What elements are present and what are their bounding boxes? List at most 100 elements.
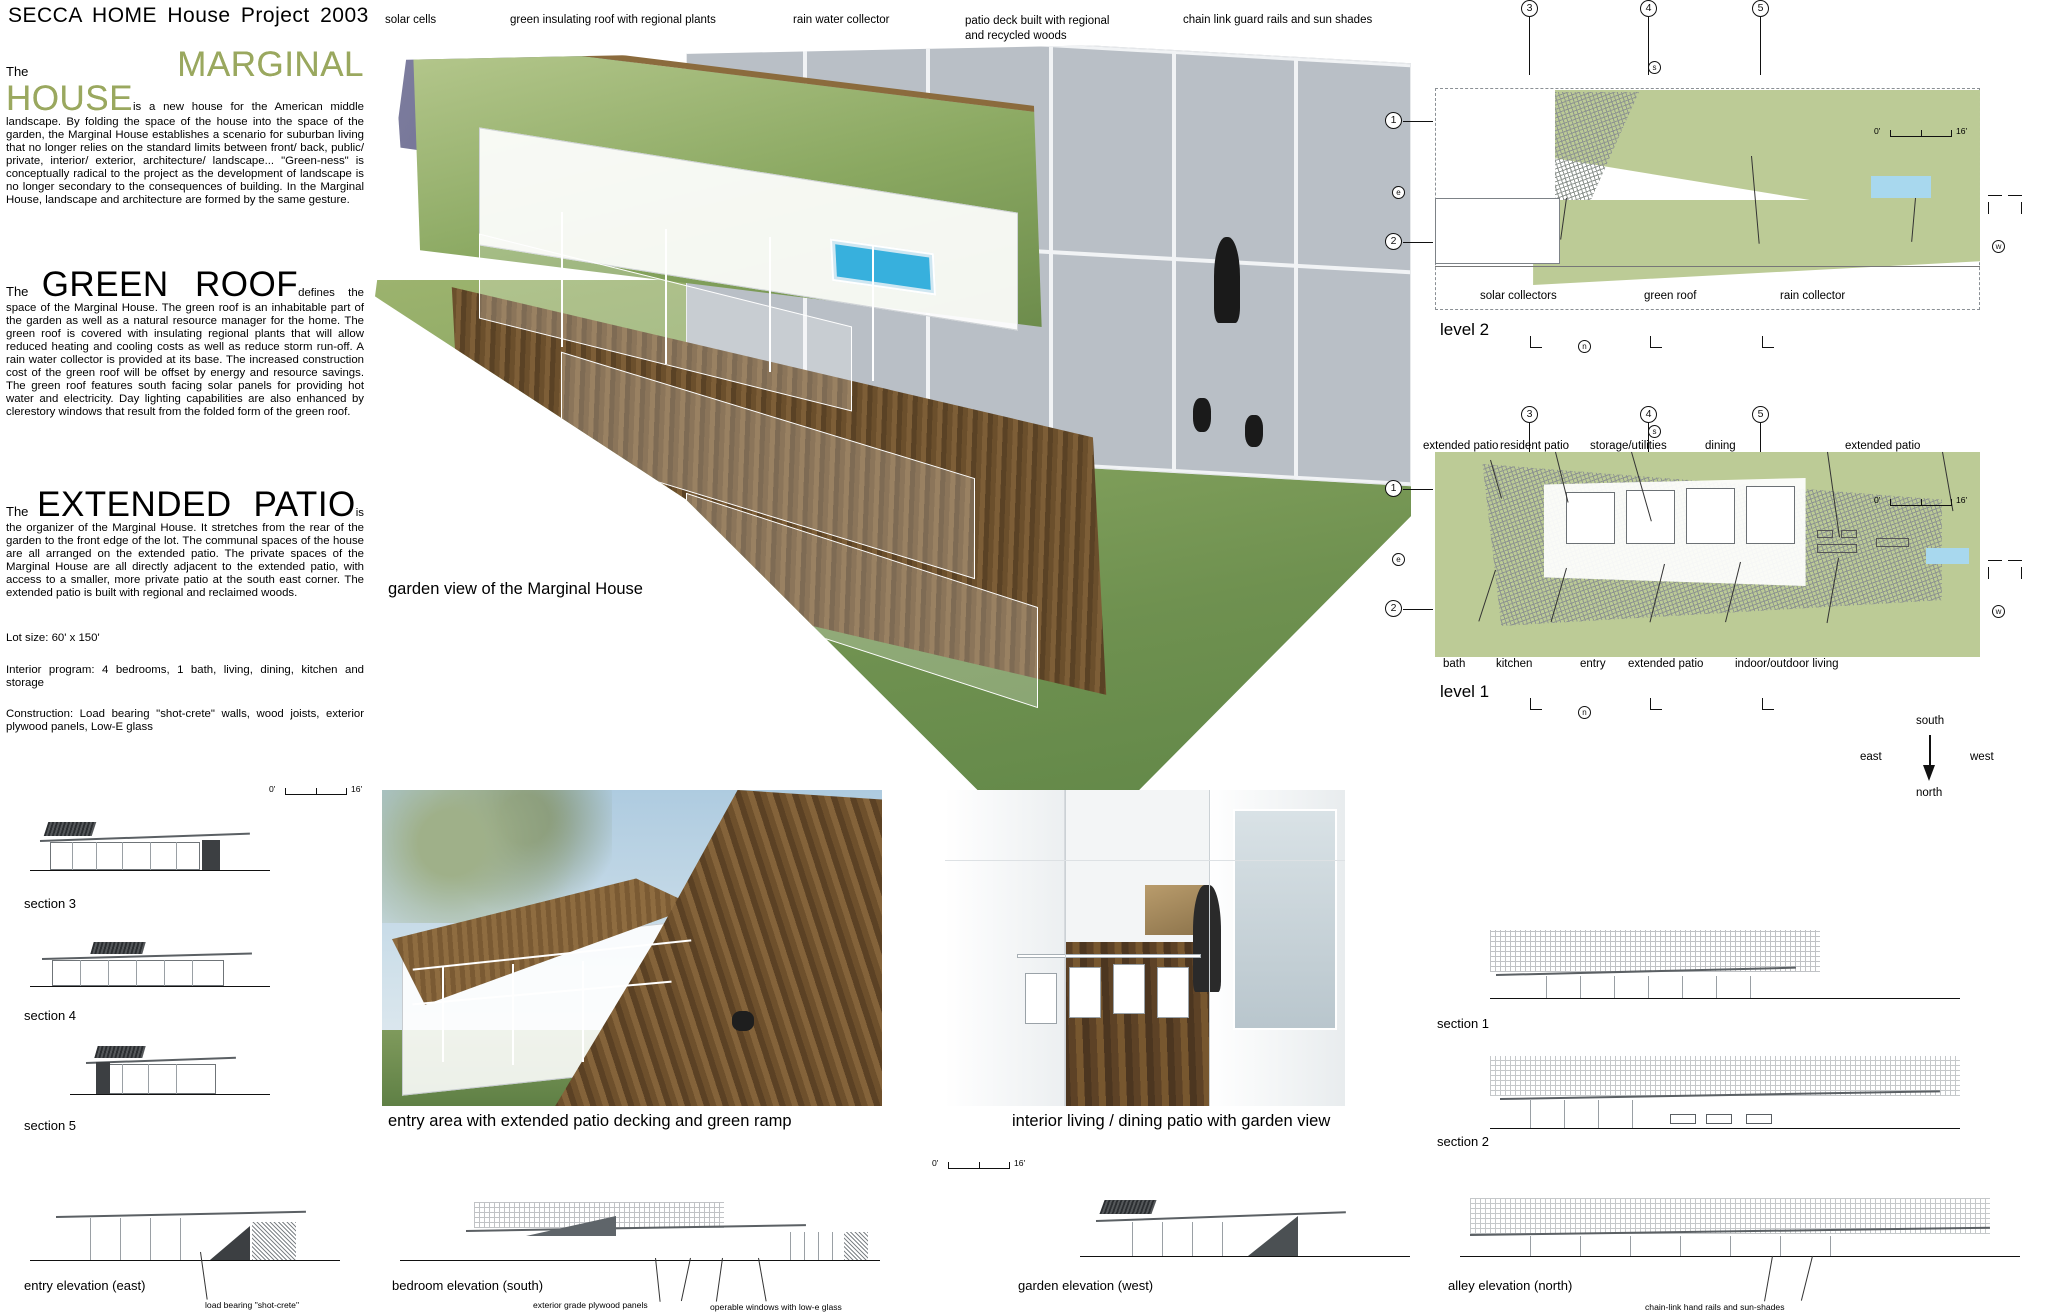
scale-left-label: 0' bbox=[269, 784, 276, 794]
plan2-rain-collector bbox=[1871, 176, 1931, 198]
plan1-furniture bbox=[1816, 530, 1833, 538]
section3-solar-panel bbox=[43, 822, 97, 836]
plan1-callout-indoor-outdoor-living: indoor/outdoor living bbox=[1735, 658, 1839, 670]
section-3-drawing bbox=[30, 818, 270, 878]
compass-west: west bbox=[1970, 751, 1994, 763]
garden-elevation-label: garden elevation (west) bbox=[1018, 1278, 1154, 1293]
render-figure-dog bbox=[1245, 414, 1264, 447]
section-heading: GREEN ROOF bbox=[41, 265, 299, 304]
section-4-label: section 4 bbox=[24, 1008, 77, 1023]
compass-marker-s: s bbox=[1648, 425, 1661, 438]
level-1-label: level 1 bbox=[1440, 682, 1490, 701]
compass-marker-n: n bbox=[1578, 706, 1591, 719]
section-heading-tail: defines the bbox=[298, 287, 365, 299]
compass-marker-e: e bbox=[1392, 186, 1405, 199]
section-lead: The bbox=[6, 64, 29, 79]
section2-furniture bbox=[1746, 1114, 1772, 1124]
section-green-roof: The GREEN ROOFdefines the space of the M… bbox=[6, 265, 365, 419]
compass-rose: south east west north bbox=[1860, 715, 2000, 805]
scale-left-label: 0' bbox=[932, 1158, 939, 1168]
render-chair bbox=[1113, 963, 1145, 1015]
plan1-callout-bath: bath bbox=[1443, 658, 1466, 670]
entry-elevation-note: load bearing "shot-crete" bbox=[205, 1300, 300, 1310]
section-1-label: section 1 bbox=[1437, 1016, 1490, 1031]
compass-marker-w: w bbox=[1992, 605, 2005, 618]
grid-marker-3: 3 bbox=[1521, 0, 1538, 17]
callout-rain-water-collector: rain water collector bbox=[793, 14, 890, 26]
fact-lot-size: Lot size: 60' x 150' bbox=[6, 632, 100, 644]
level-2-plan bbox=[1435, 88, 1980, 310]
plan1-callout-extended-patio-3: extended patio bbox=[1628, 658, 1704, 670]
bedroom-elevation-drawing bbox=[400, 1200, 880, 1268]
plan1-callout-entry: entry bbox=[1580, 658, 1606, 670]
grid-marker-5: 5 bbox=[1752, 0, 1769, 17]
section-body: space of the Marginal House. The green r… bbox=[6, 302, 364, 418]
level-1-plan bbox=[1435, 451, 1980, 657]
plan1-callout-kitchen: kitchen bbox=[1496, 658, 1533, 670]
garden-elevation-drawing bbox=[1080, 1196, 1410, 1268]
section-paragraph: The MARGINAL HOUSEis a new house for the… bbox=[6, 47, 364, 207]
scale-right-label: 16' bbox=[1956, 126, 1968, 136]
render-dining-table bbox=[1017, 954, 1201, 959]
compass-marker-e: e bbox=[1392, 553, 1405, 566]
section2-furniture bbox=[1670, 1114, 1696, 1124]
section-body: a new house for the American middle land… bbox=[6, 101, 364, 206]
bedroom-elevation-label: bedroom elevation (south) bbox=[392, 1278, 544, 1293]
render-figure-dog bbox=[1193, 397, 1212, 432]
section-paragraph: The EXTENDED PATIOis the organizer of th… bbox=[6, 485, 364, 600]
compass-north: north bbox=[1916, 787, 1943, 799]
render-figure-person bbox=[1214, 237, 1241, 324]
section-5-label: section 5 bbox=[24, 1118, 77, 1133]
plan2-callout-solar-collectors: solar collectors bbox=[1480, 290, 1557, 302]
scale-left-label: 0' bbox=[1874, 495, 1881, 505]
page-title: SECCA HOME House Project 2003 bbox=[8, 4, 369, 27]
plan1-pool bbox=[1925, 548, 1970, 564]
alley-elevation-label: alley elevation (north) bbox=[1448, 1278, 1573, 1293]
section-body: organizer of the Marginal House. It stre… bbox=[6, 522, 364, 599]
scale-right-label: 16' bbox=[1014, 1158, 1026, 1168]
plan1-callout-resident-patio: resident patio bbox=[1500, 440, 1570, 452]
fact-construction: Construction: Load bearing "shot-crete" … bbox=[6, 708, 364, 734]
entry-elevation-drawing bbox=[30, 1200, 340, 1268]
section-marginal-house: The MARGINAL HOUSEis a new house for the… bbox=[6, 47, 364, 207]
plan1-furniture bbox=[1876, 538, 1910, 547]
section-heading-tail: is the bbox=[6, 507, 364, 534]
section-extended-patio: The EXTENDED PATIOis the organizer of th… bbox=[6, 485, 364, 600]
level-2-label: level 2 bbox=[1440, 320, 1490, 339]
plan2-callout-rain-collector: rain collector bbox=[1780, 290, 1846, 302]
bedroom-elevation-note-2: operable windows with low-e glass bbox=[710, 1302, 842, 1312]
plan1-furniture bbox=[1816, 544, 1858, 553]
section4-solar-panel bbox=[90, 942, 146, 954]
bedroom-elevation-note: exterior grade plywood panels bbox=[533, 1300, 648, 1310]
section-paragraph: The GREEN ROOFdefines the space of the M… bbox=[6, 265, 365, 419]
caption-garden-view: garden view of the Marginal House bbox=[388, 580, 643, 598]
callout-green-roof: green insulating roof with regional plan… bbox=[510, 14, 716, 26]
section-2-drawing bbox=[1490, 1056, 1960, 1134]
section2-furniture bbox=[1706, 1114, 1732, 1124]
caption-interior: interior living / dining patio with gard… bbox=[1012, 1112, 1331, 1130]
callout-solar-cells: solar cells bbox=[385, 14, 437, 26]
section-2-label: section 2 bbox=[1437, 1134, 1490, 1149]
plan1-room bbox=[1565, 492, 1615, 544]
compass-south: south bbox=[1916, 715, 1945, 727]
render-figure-person bbox=[1193, 884, 1221, 993]
entry-elevation-label: entry elevation (east) bbox=[24, 1278, 146, 1293]
section-heading: EXTENDED PATIO bbox=[37, 485, 356, 524]
plan2-building-outline bbox=[1435, 198, 1561, 264]
compass-marker-w: w bbox=[1992, 240, 2005, 253]
entry-area-render bbox=[382, 790, 882, 1106]
section-5-drawing bbox=[30, 1044, 270, 1102]
plan1-furniture bbox=[1841, 530, 1858, 538]
section-lead: The bbox=[6, 284, 29, 299]
plan1-room bbox=[1745, 486, 1795, 544]
scale-left-label: 0' bbox=[1874, 126, 1881, 136]
grid-marker-2: 2 bbox=[1385, 233, 1402, 250]
caption-entry-area: entry area with extended patio decking a… bbox=[388, 1112, 792, 1130]
interior-living-dining-render bbox=[945, 790, 1345, 1106]
grid-marker-3: 3 bbox=[1521, 406, 1538, 423]
callout-chain-link-rails: chain link guard rails and sun shades bbox=[1183, 14, 1373, 26]
compass-marker-n: n bbox=[1578, 340, 1591, 353]
section-1-drawing bbox=[1490, 930, 1960, 1000]
callout-patio-deck: patio deck built with regional and recyc… bbox=[965, 15, 1110, 42]
render-figure-dog bbox=[732, 1011, 754, 1032]
